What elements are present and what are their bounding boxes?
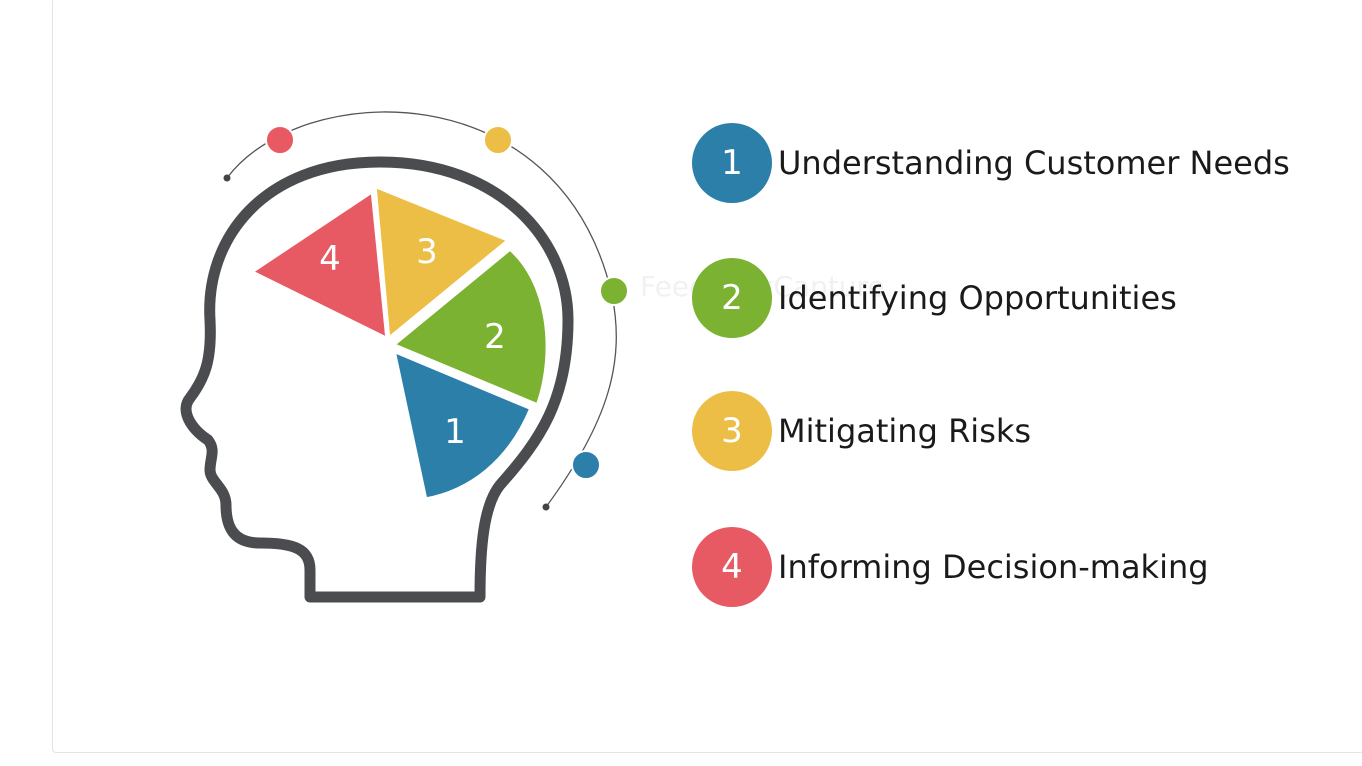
orbit-dot-1 [571, 450, 601, 480]
orbit-dot-3 [483, 125, 513, 155]
list-item-3: 3 Mitigating Risks [692, 390, 1031, 472]
orbit-dot-4 [265, 125, 295, 155]
orbit-dot-2 [599, 276, 629, 306]
pie-slice-2-label: 2 [484, 317, 506, 357]
list-item-4: 4 Informing Decision-making [692, 526, 1209, 608]
list-item-2: 2 Identifying Opportunities [692, 257, 1177, 339]
pie-slice-2 [387, 244, 551, 410]
orbit-end-dot [223, 174, 231, 182]
list-item-1: 1 Understanding Customer Needs [692, 122, 1290, 204]
orbit-end-dot [542, 503, 550, 511]
number-badge-4: 4 [692, 527, 772, 607]
pie-slice-1-label: 1 [444, 412, 466, 452]
list-item-label: Mitigating Risks [778, 412, 1032, 450]
diagram-frame [52, 0, 1362, 753]
number-badge-3: 3 [692, 391, 772, 471]
pie-slice-3-label: 3 [416, 232, 438, 272]
number-badge-1: 1 [692, 123, 772, 203]
list-item-label: Informing Decision-making [778, 548, 1209, 586]
number-badge-2: 2 [692, 258, 772, 338]
list-item-label: Understanding Customer Needs [778, 144, 1290, 182]
pie-slice-4-label: 4 [319, 239, 341, 279]
pie-slice-1 [389, 345, 536, 503]
pie-slice-3 [371, 181, 515, 345]
list-item-label: Identifying Opportunities [778, 279, 1177, 317]
head-outline [180, 156, 574, 603]
orbit-arc [226, 111, 617, 508]
